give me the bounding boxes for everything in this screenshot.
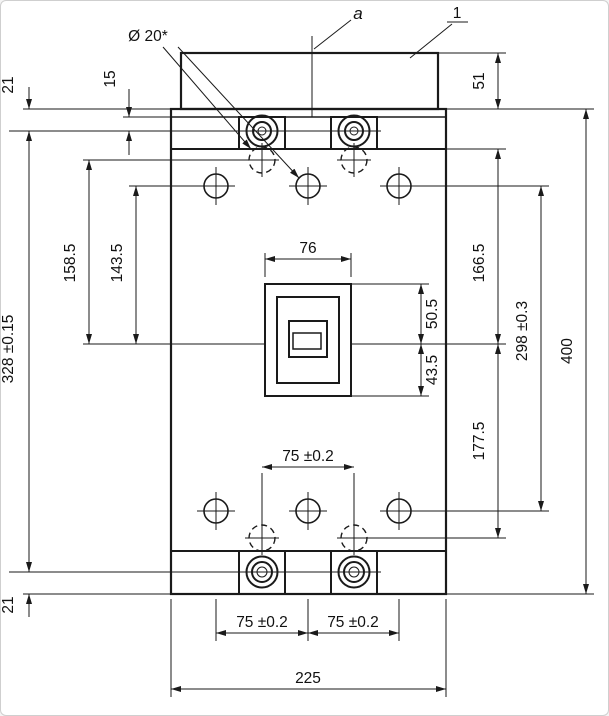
- hole-diameter-callout: Ø 20*: [128, 28, 168, 45]
- dim-166-5: 166.5: [471, 244, 488, 283]
- hidden-terminal-holes: [245, 143, 371, 555]
- mounting-holes: [197, 167, 418, 530]
- dim-51: 51: [471, 72, 488, 89]
- dim-400: 400: [559, 338, 576, 364]
- extension-lines: [9, 36, 594, 697]
- top-cap: [179, 51, 440, 111]
- handle: [292, 332, 322, 350]
- handle-slot: [288, 320, 328, 358]
- leader-lines: [162, 19, 468, 179]
- dim-15: 15: [102, 70, 119, 87]
- dim-225: 225: [295, 670, 321, 687]
- dim-75-bottom-right: 75 ±0.2: [327, 614, 379, 631]
- handle-window: [264, 283, 352, 397]
- dim-177-5: 177.5: [471, 422, 488, 461]
- view-a-label: a: [353, 4, 362, 23]
- dim-75-mid: 75 ±0.2: [282, 448, 334, 465]
- dim-21-bottom: 21: [1, 596, 17, 613]
- dimension-lines: [26, 53, 589, 692]
- window-outer-frame: [264, 283, 352, 397]
- dim-143-5: 143.5: [109, 244, 126, 283]
- dim-298: 298 ±0.3: [514, 301, 531, 361]
- breaker-body: [169, 107, 448, 596]
- part-number-label: 1: [453, 5, 462, 22]
- dim-158-5: 158.5: [62, 244, 79, 283]
- window-inner-frame: [276, 296, 340, 384]
- dim-50-5: 50.5: [424, 299, 441, 329]
- part-1-leader: [409, 23, 453, 59]
- diameter-leader: [162, 46, 252, 150]
- dim-21-top: 21: [1, 76, 17, 93]
- diameter-leader: [177, 46, 300, 179]
- dim-328: 328 ±0.15: [1, 315, 17, 384]
- view-a-leader: [313, 19, 352, 50]
- dim-43-5: 43.5: [424, 355, 441, 385]
- dim-76: 76: [299, 240, 316, 257]
- dim-75-bottom-left: 75 ±0.2: [236, 614, 288, 631]
- annotations: Ø 20* a 1 21 15 51 158.5 143.5 328 ±0.15…: [1, 4, 576, 687]
